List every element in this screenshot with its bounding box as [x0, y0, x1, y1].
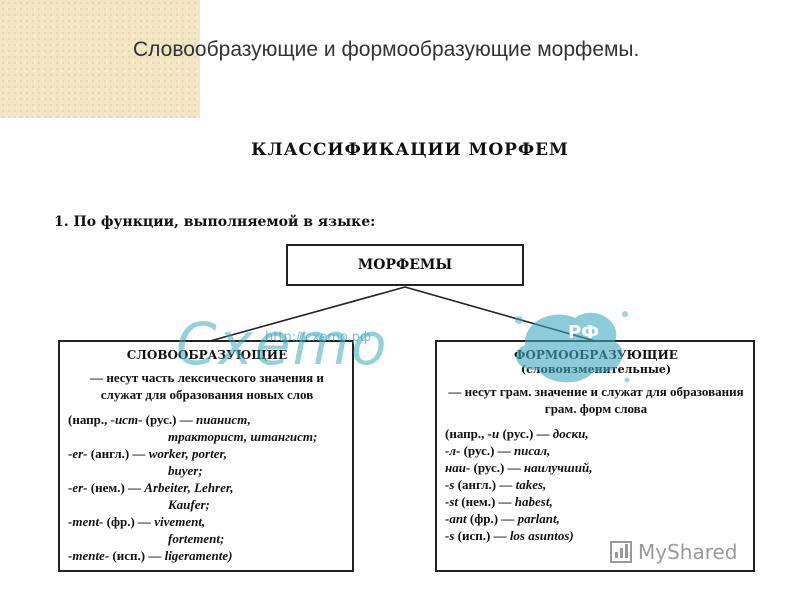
bar-chart-icon — [610, 541, 632, 563]
example-language: (англ.) — — [87, 446, 149, 461]
example-words: наилучший, — [523, 460, 593, 475]
example-morpheme: -и — [487, 426, 500, 441]
example-morpheme: -s — [445, 528, 455, 543]
example-language: (исп.) — — [109, 548, 165, 563]
brand-name: MyShared — [638, 540, 738, 564]
example-morpheme: -ment- — [68, 514, 104, 529]
example-words: buyer; — [168, 463, 203, 478]
example-line: Kaufer; — [68, 496, 346, 513]
example-words: пианист, — [196, 412, 251, 427]
example-line: -ment- (фр.) — vivement, — [68, 513, 346, 530]
example-morpheme: -er- — [68, 480, 88, 495]
connector-right — [404, 286, 596, 342]
example-morpheme: -mente- — [68, 548, 110, 563]
example-line: -er- (нем.) — Arbeiter, Lehrer, — [68, 479, 346, 496]
example-words: писал, — [513, 443, 551, 458]
example-words: ligeramente) — [164, 548, 233, 563]
example-line: наи- (рус.) — наилучший, — [445, 459, 747, 476]
word-forming-examples: (напр., -ист- (рус.) — пианист,тракторис… — [68, 411, 346, 564]
section-heading: 1. По функции, выполняемой в языке: — [54, 214, 376, 230]
example-language: (нем.) — — [87, 480, 145, 495]
example-words: тракторист, штангист; — [168, 429, 318, 444]
example-language: (исп.) — — [454, 528, 510, 543]
example-line: fortement; — [68, 530, 346, 547]
example-line: (напр., -и (рус.) — доски, — [445, 425, 747, 442]
decorative-corner-texture — [0, 0, 200, 118]
form-forming-title: ФОРМООБРАЗУЮЩИЕ — [514, 348, 678, 362]
example-line: -ant (фр.) — parlant, — [445, 510, 747, 527]
form-forming-subtitle: (словоизменительные) — [520, 363, 672, 376]
example-language: (рус.) — — [499, 426, 553, 441]
form-forming-box: ФОРМООБРАЗУЮЩИЕ (словоизменительные) — н… — [435, 340, 755, 572]
connector-left — [209, 286, 406, 342]
example-language: (англ.) — — [454, 477, 516, 492]
example-words: takes, — [515, 477, 547, 492]
root-label: МОРФЕМЫ — [357, 257, 453, 273]
example-words: los asuntos) — [509, 528, 574, 543]
word-forming-description: — несут часть лексического значения и сл… — [90, 370, 324, 402]
example-words: worker, porter, — [148, 446, 228, 461]
example-morpheme: -ant — [445, 511, 467, 526]
example-words: parlant, — [517, 511, 560, 526]
word-forming-title: СЛОВООБРАЗУЮЩИЕ — [126, 348, 288, 362]
example-words: vivement, — [154, 514, 206, 529]
root-morphemes-box: МОРФЕМЫ — [286, 244, 524, 286]
diagram-title: КЛАССИФИКАЦИИ МОРФЕМ — [251, 140, 569, 160]
example-morpheme: -ист- — [110, 412, 143, 427]
form-forming-examples: (напр., -и (рус.) — доски,-л- (рус.) — п… — [445, 425, 747, 544]
form-forming-description: — несут грам. значение и служат для обра… — [448, 384, 744, 416]
slide-title: Словообразующие и формообразующие морфем… — [133, 38, 640, 61]
example-language: (фр.) — — [103, 514, 155, 529]
example-language: (рус.) — — [142, 412, 196, 427]
example-morpheme: наи- — [445, 460, 471, 475]
example-line: тракторист, штангист; — [68, 428, 346, 445]
example-line: -л- (рус.) — писал, — [445, 442, 747, 459]
example-prefix: (напр., — [68, 412, 111, 427]
example-line: buyer; — [68, 462, 346, 479]
example-words: доски, — [552, 426, 589, 441]
example-line: -mente- (исп.) — ligeramente) — [68, 547, 346, 564]
example-morpheme: -st — [445, 494, 458, 509]
example-words: Arbeiter, Lehrer, — [144, 480, 234, 495]
example-line: -er- (англ.) — worker, porter, — [68, 445, 346, 462]
example-prefix: (напр., — [445, 426, 488, 441]
example-language: (рус.) — — [460, 443, 514, 458]
myshared-logo: MyShared — [610, 540, 738, 564]
example-language: (нем.) — — [458, 494, 515, 509]
example-line: -s (исп.) — los asuntos) — [445, 527, 747, 544]
example-words: Kaufer; — [168, 497, 210, 512]
example-morpheme: -л- — [445, 443, 461, 458]
example-words: habest, — [514, 494, 553, 509]
example-morpheme: -s — [445, 477, 455, 492]
word-forming-box: СЛОВООБРАЗУЮЩИЕ — несут часть лексическо… — [58, 340, 354, 572]
example-line: (напр., -ист- (рус.) — пианист, — [68, 411, 346, 428]
example-language: (фр.) — — [466, 511, 518, 526]
example-line: -st (нем.) — habest, — [445, 493, 747, 510]
example-morpheme: -er- — [68, 446, 88, 461]
example-language: (рус.) — — [470, 460, 524, 475]
example-words: fortement; — [168, 531, 225, 546]
example-line: -s (англ.) — takes, — [445, 476, 747, 493]
